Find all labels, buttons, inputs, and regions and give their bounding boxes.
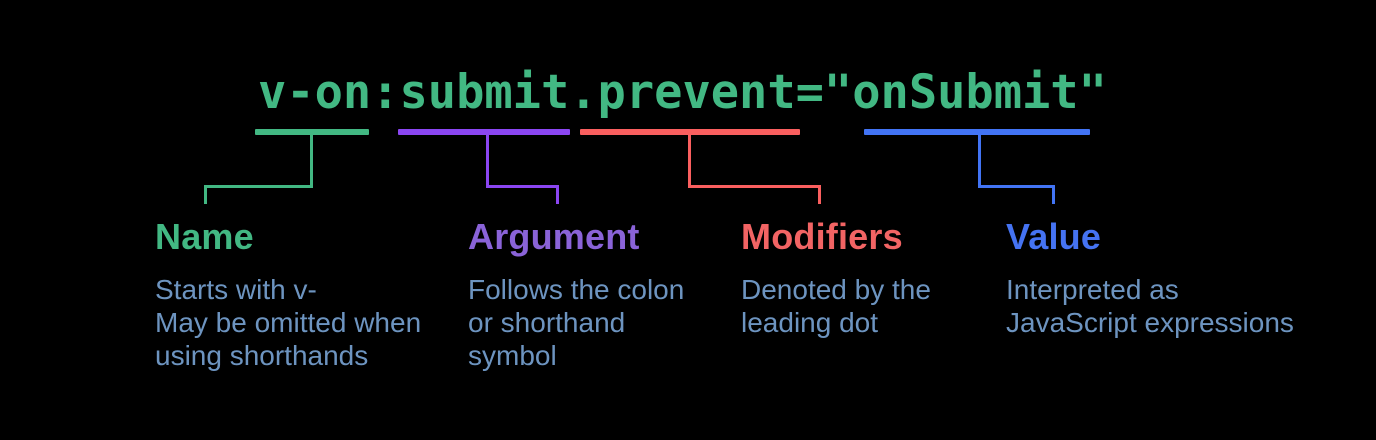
name-description-line: May be omitted when <box>155 307 422 338</box>
value-connector-elbow <box>978 135 1055 188</box>
name-connector-tick <box>204 188 207 204</box>
code-expression: v-on:submit.prevent="onSubmit" <box>258 65 1107 120</box>
name-description: Starts with v- May be omitted when using… <box>155 273 485 372</box>
name-underline-bar <box>255 129 369 135</box>
value-description-line: JavaScript expressions <box>1006 307 1294 338</box>
argument-description-line: symbol <box>468 340 557 371</box>
value-underline-bar <box>864 129 1090 135</box>
name-label: Name <box>155 216 254 257</box>
name-description-line: Starts with v- <box>155 274 317 305</box>
argument-underline-bar <box>398 129 570 135</box>
modifiers-connector-tick <box>818 188 821 204</box>
value-description-line: Interpreted as <box>1006 274 1179 305</box>
argument-description-line: Follows the colon <box>468 274 685 305</box>
name-description-line: using shorthands <box>155 340 369 371</box>
argument-connector-tick <box>556 188 559 204</box>
modifiers-label: Modifiers <box>741 216 903 257</box>
argument-description: Follows the colon or shorthand symbol <box>468 273 798 372</box>
modifiers-underline-bar <box>580 129 800 135</box>
argument-label: Argument <box>468 216 640 257</box>
value-description: Interpreted as JavaScript expressions <box>1006 273 1336 339</box>
name-connector-elbow <box>204 135 313 188</box>
value-label: Value <box>1006 216 1102 257</box>
name-annotation-group: Name Starts with v- May be omitted when … <box>155 218 485 372</box>
argument-description-line: or shorthand <box>468 307 626 338</box>
argument-connector-elbow <box>486 135 559 188</box>
argument-annotation-group: Argument Follows the colon or shorthand … <box>468 218 798 372</box>
modifiers-description-line: leading dot <box>741 307 879 338</box>
value-connector-tick <box>1052 188 1055 204</box>
modifiers-description-line: Denoted by the <box>741 274 931 305</box>
value-annotation-group: Value Interpreted as JavaScript expressi… <box>1006 218 1336 339</box>
modifiers-description: Denoted by the leading dot <box>741 273 1071 339</box>
modifiers-connector-elbow <box>688 135 821 188</box>
modifiers-annotation-group: Modifiers Denoted by the leading dot <box>741 218 1071 339</box>
